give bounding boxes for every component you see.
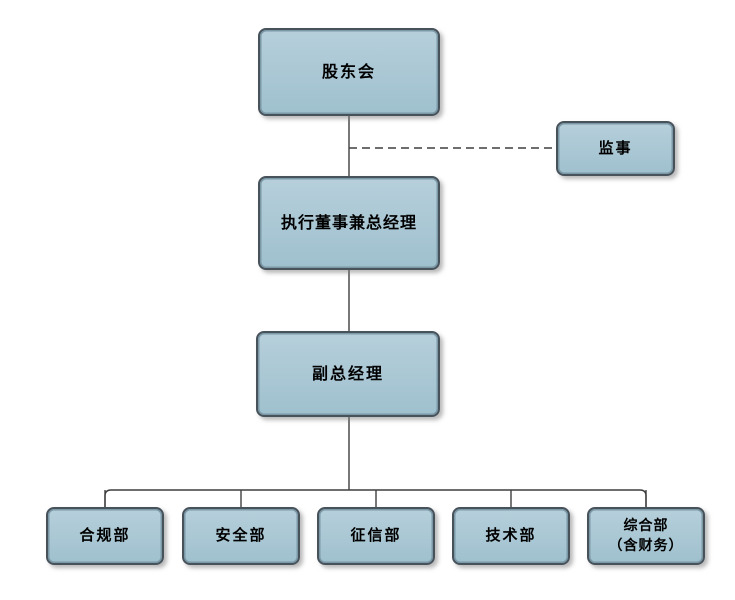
- node-executive-director: 执行董事兼总经理: [258, 176, 440, 270]
- node-dept-general-label: 综合部: [623, 517, 669, 534]
- node-supervisor: 监事: [556, 121, 675, 176]
- node-dept-general-sublabel: （含财务）: [608, 538, 684, 554]
- node-executive-director-label: 执行董事兼总经理: [280, 213, 417, 233]
- node-dept-technology-label: 技术部: [485, 526, 537, 545]
- node-deputy-general-manager-label: 副总经理: [311, 364, 384, 384]
- node-shareholders-label: 股东会: [321, 62, 376, 82]
- node-deputy-general-manager: 副总经理: [256, 331, 440, 417]
- node-dept-compliance-label: 合规部: [79, 526, 131, 545]
- node-dept-security: 安全部: [182, 507, 300, 565]
- node-dept-compliance: 合规部: [46, 507, 164, 565]
- node-dept-credit: 征信部: [317, 507, 435, 565]
- node-shareholders: 股东会: [258, 28, 440, 116]
- node-dept-credit-label: 征信部: [350, 526, 402, 545]
- node-supervisor-label: 监事: [598, 138, 633, 157]
- node-dept-security-label: 安全部: [215, 526, 267, 545]
- node-dept-general: 综合部 （含财务）: [587, 507, 705, 565]
- node-dept-technology: 技术部: [452, 507, 570, 565]
